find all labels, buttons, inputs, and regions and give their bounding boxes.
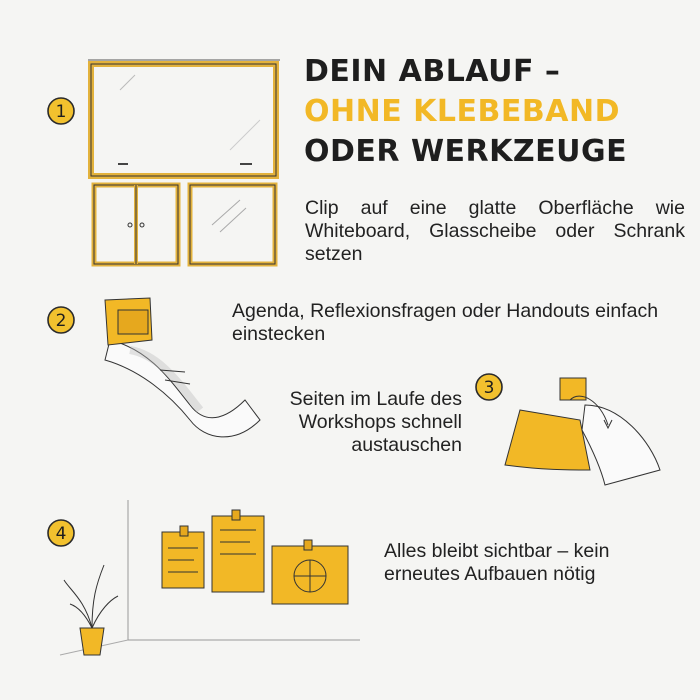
glass-pane-illustration [187,182,278,267]
clip-insert-illustration [104,297,261,438]
step-number-2: 2 [56,311,67,331]
swap-pages-illustration [504,377,661,486]
plant-illustration [63,564,119,656]
step-2-text: Agenda, Reflexionsfragen oder Handouts e… [232,300,659,345]
step-number-badge-1: 1 [47,97,75,125]
heading-line-1: DEIN ABLAUF – [304,54,561,89]
step-number-badge-2: 2 [47,306,75,334]
step-number-3: 3 [484,378,495,398]
whiteboard-illustration [88,59,280,179]
step-number-4: 4 [56,524,67,544]
heading: DEIN ABLAUF – OHNE KLEBEBAND ODER WERKZE… [304,52,684,172]
step-number-badge-4: 4 [47,519,75,547]
cabinet-illustration [91,182,181,267]
step-4-text: Alles bleibt sichtbar – kein erneutes Au… [384,540,610,585]
step-1-text: Clip auf eine glatte Oberfläche wie Whit… [305,197,685,265]
step-3-text: Seiten im Laufe des Workshops schnell au… [289,388,462,456]
step-number-1: 1 [56,102,67,122]
heading-line-2: OHNE KLEBEBAND [304,94,620,129]
heading-line-3: ODER WERKZEUGE [304,134,628,169]
step-number-badge-3: 3 [475,373,503,401]
wall-posters-illustration [59,500,360,656]
